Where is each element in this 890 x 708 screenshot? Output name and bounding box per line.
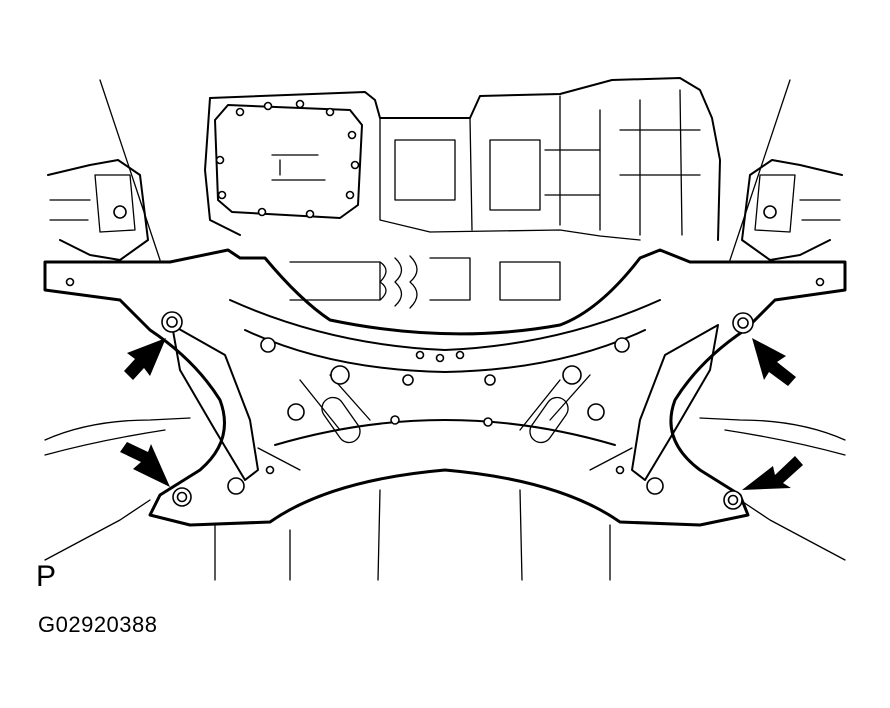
right-brake-assembly <box>699 159 846 456</box>
right-lower-arm <box>631 324 719 481</box>
view-label: P <box>36 560 57 593</box>
arrow-upper-right <box>752 338 796 386</box>
bolt-lower-left <box>172 487 192 507</box>
bolt-lower-right <box>723 490 743 510</box>
front-crossmember <box>43 248 847 527</box>
arrow-lower-left <box>120 442 170 487</box>
oil-pan <box>214 99 363 219</box>
bolt-upper-left <box>161 311 183 333</box>
arrow-lower-right <box>742 456 803 490</box>
left-brake-assembly <box>44 159 191 456</box>
bolt-upper-right <box>732 312 754 334</box>
arrow-upper-left <box>124 338 166 380</box>
transaxle-outline <box>204 77 721 241</box>
figure-code: G02920388 <box>38 612 158 637</box>
drive-shaft <box>289 255 561 309</box>
body-outline <box>44 79 846 581</box>
left-lower-arm <box>171 324 259 481</box>
